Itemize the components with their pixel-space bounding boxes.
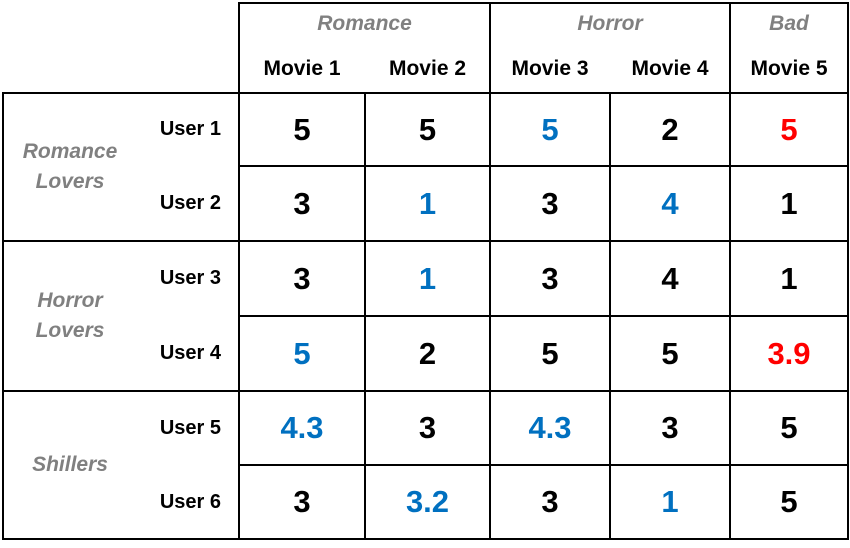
grid-line bbox=[2, 390, 849, 392]
grid-line bbox=[2, 538, 849, 540]
grid-line bbox=[238, 2, 849, 4]
rating-cell-user2-movie4: 4 bbox=[661, 185, 679, 221]
grid-line bbox=[2, 92, 849, 94]
rating-cell-user4-movie3: 5 bbox=[541, 335, 559, 371]
rating-cell-user5-movie3: 4.3 bbox=[528, 410, 572, 445]
grid-line bbox=[238, 2, 240, 540]
rating-cell-user2-movie2: 1 bbox=[418, 185, 437, 221]
rating-cell-user3-movie2: 1 bbox=[418, 260, 437, 296]
rating-cell-user3-movie1: 3 bbox=[293, 260, 311, 296]
rating-cell-user1-movie3: 5 bbox=[541, 111, 559, 147]
genre-header-horror: Horror bbox=[577, 12, 643, 35]
rating-cell-user2-movie1: 3 bbox=[293, 185, 311, 221]
rating-cell-user2-movie5: 1 bbox=[780, 185, 798, 221]
rating-cell-user6-movie5: 5 bbox=[780, 484, 798, 519]
rating-cell-user1-movie5: 5 bbox=[780, 111, 798, 147]
rating-cell-user4-movie1: 5 bbox=[293, 335, 311, 371]
genre-header-romance: Romance bbox=[317, 12, 412, 35]
rating-cell-user1-movie4: 2 bbox=[661, 111, 679, 147]
movie-header-5: Movie 5 bbox=[750, 57, 828, 80]
rating-cell-user6-movie2: 3.2 bbox=[405, 484, 450, 519]
grid-line bbox=[2, 92, 4, 540]
movie-header-4: Movie 4 bbox=[631, 57, 709, 80]
rating-cell-user5-movie2: 3 bbox=[418, 410, 437, 445]
group-label-shillers: Shillers bbox=[32, 453, 108, 476]
rating-cell-user4-movie4: 5 bbox=[661, 335, 679, 371]
grid-line bbox=[847, 2, 849, 540]
user-label-2: User 2 bbox=[159, 192, 221, 214]
rating-cell-user1-movie2: 5 bbox=[418, 111, 437, 147]
rating-cell-user5-movie5: 5 bbox=[780, 410, 798, 445]
rating-cell-user6-movie4: 1 bbox=[661, 484, 679, 519]
movie-header-1: Movie 1 bbox=[263, 57, 341, 80]
user-label-4: User 4 bbox=[159, 342, 221, 364]
movie-header-3: Movie 3 bbox=[511, 57, 589, 80]
grid-line bbox=[238, 165, 849, 167]
rating-cell-user4-movie2: 2 bbox=[418, 335, 437, 371]
group-label-horror-lovers: Horror Lovers bbox=[35, 289, 105, 342]
grid-line bbox=[238, 464, 849, 466]
grid-line bbox=[729, 2, 731, 540]
rating-cell-user3-movie3: 3 bbox=[541, 260, 559, 296]
rating-cell-user3-movie5: 1 bbox=[780, 260, 798, 296]
rating-cell-user2-movie3: 3 bbox=[541, 185, 559, 221]
user-label-1: User 1 bbox=[159, 118, 221, 140]
genre-header-bad: Bad bbox=[769, 12, 809, 35]
rating-cell-user6-movie3: 3 bbox=[541, 484, 559, 519]
grid-line bbox=[489, 2, 491, 540]
group-label-romance-lovers: Romance Lovers bbox=[22, 140, 118, 193]
rating-cell-user1-movie1: 5 bbox=[293, 111, 311, 147]
rating-cell-user3-movie4: 4 bbox=[661, 260, 679, 296]
grid-line bbox=[238, 315, 849, 317]
rating-cell-user5-movie4: 3 bbox=[661, 410, 679, 445]
grid-line bbox=[2, 240, 849, 242]
movie-header-2: Movie 2 bbox=[388, 57, 467, 80]
user-label-5: User 5 bbox=[159, 416, 221, 439]
rating-cell-user6-movie1: 3 bbox=[293, 484, 311, 519]
user-label-6: User 6 bbox=[159, 490, 221, 513]
user-label-3: User 3 bbox=[159, 267, 221, 289]
rating-cell-user5-movie1: 4.3 bbox=[280, 410, 324, 445]
rating-cell-user4-movie5: 3.9 bbox=[767, 335, 811, 371]
